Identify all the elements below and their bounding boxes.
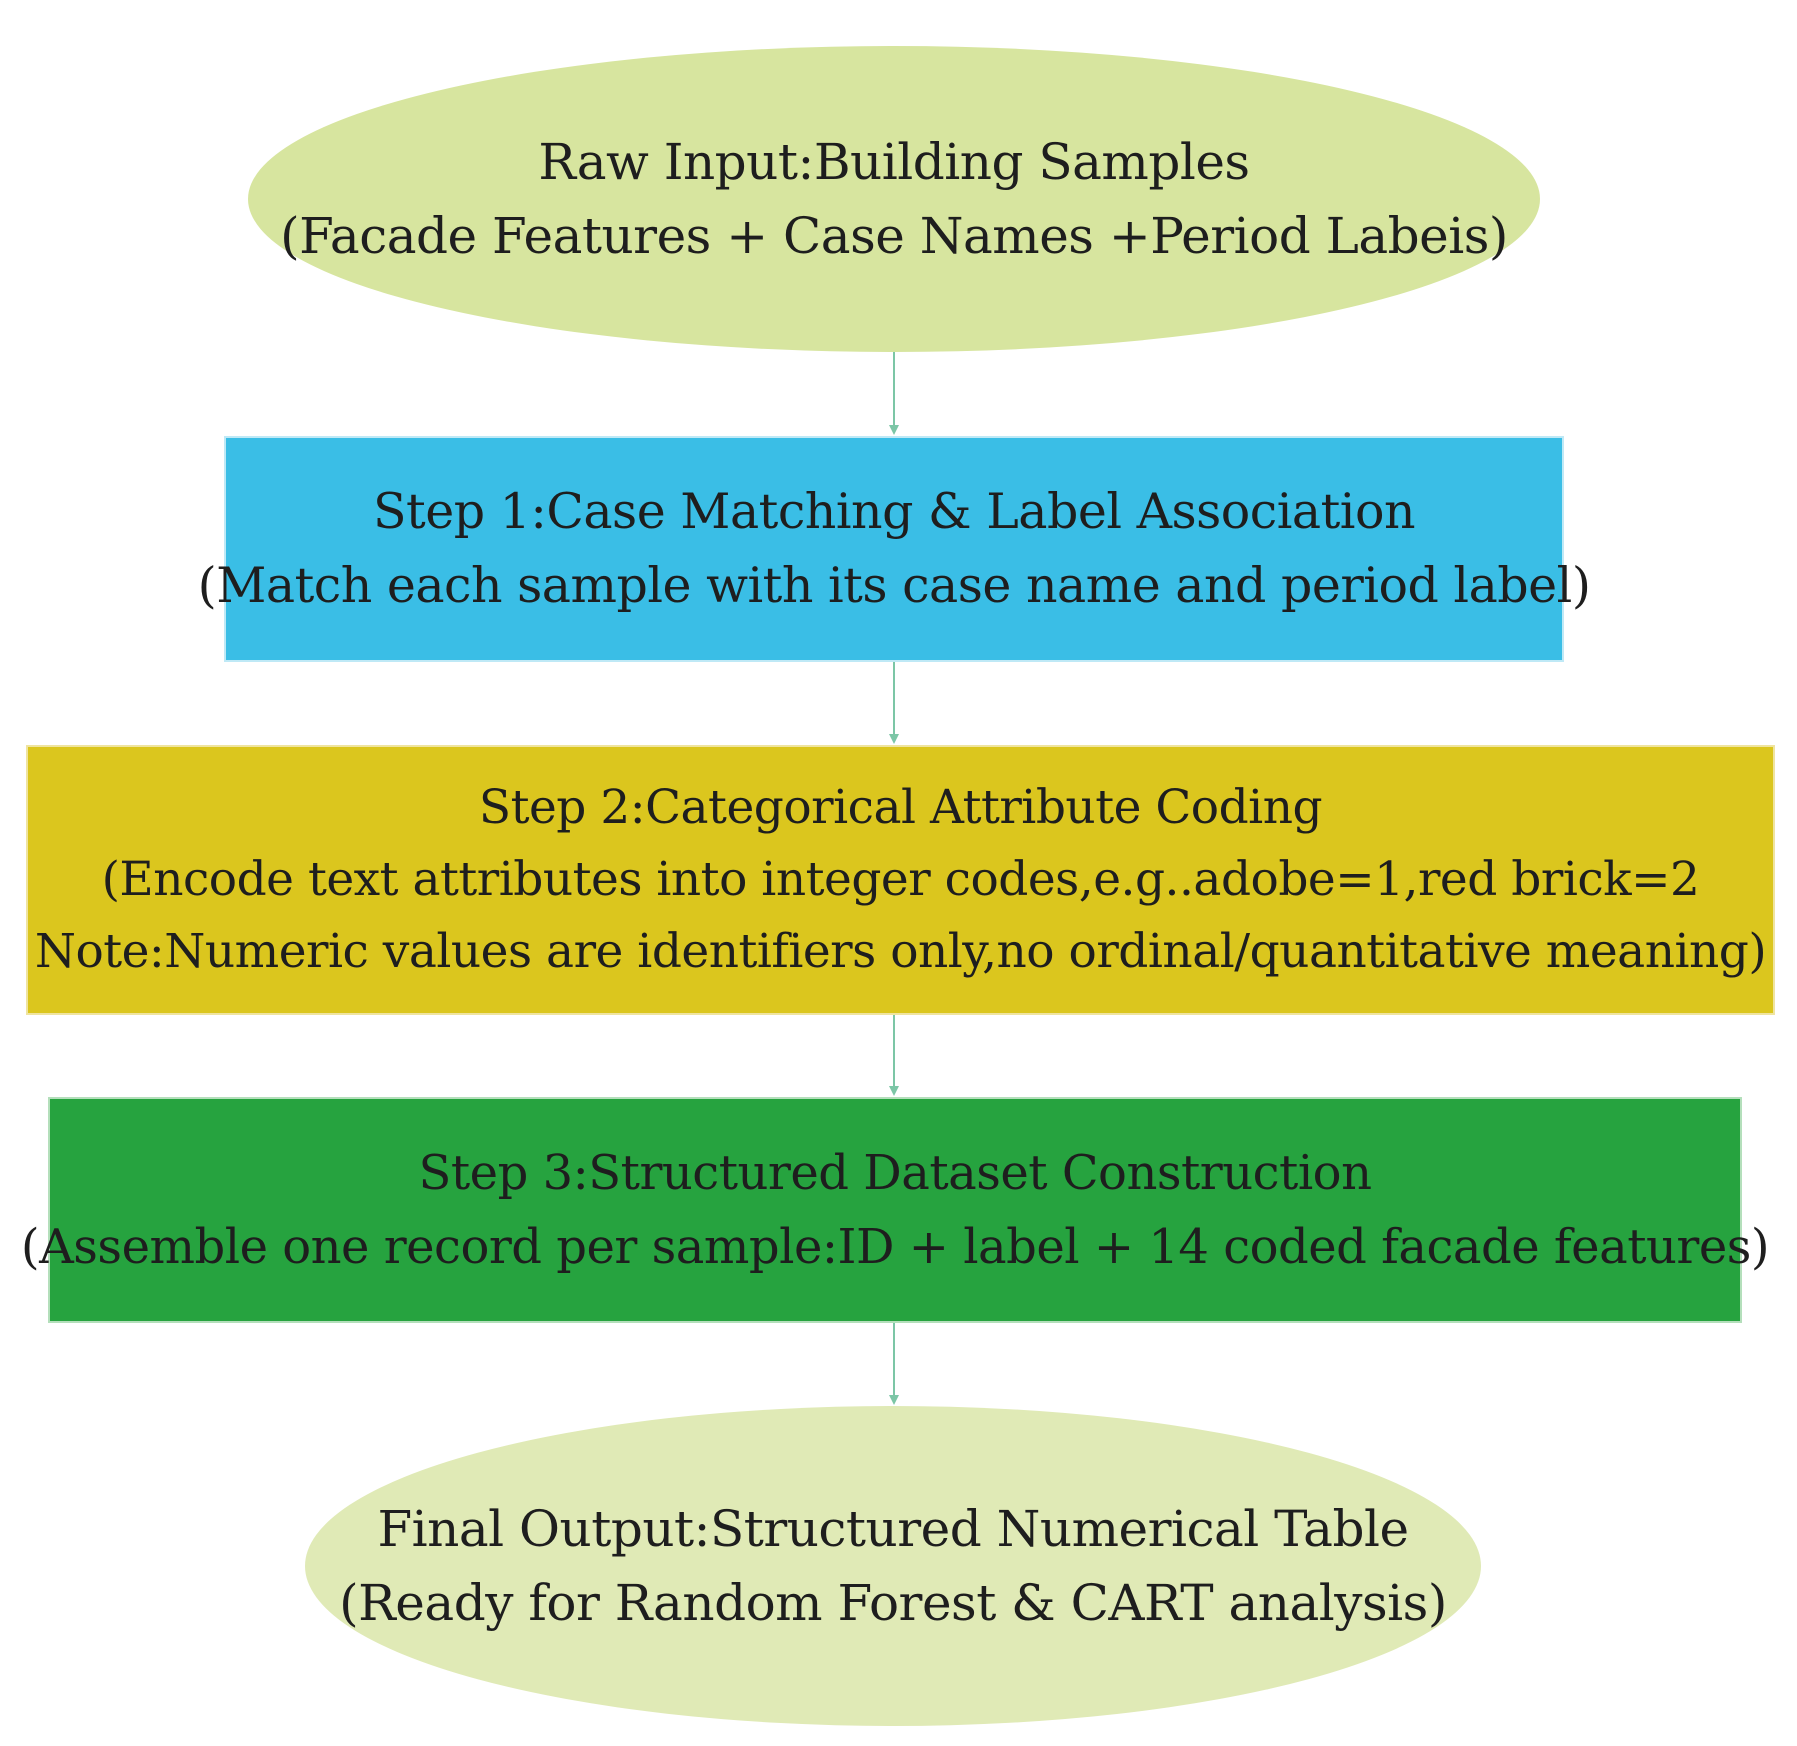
final-output-title: Final Output:Structured Numerical Table (377, 1500, 1409, 1558)
step2-title: Step 2:Categorical Attribute Coding (478, 780, 1323, 835)
final-output-node: Final Output:Structured Numerical Table … (305, 1406, 1481, 1726)
raw-input-title: Raw Input:Building Samples (538, 133, 1250, 191)
raw-input-detail: (Facade Features + Case Names +Period La… (280, 207, 1508, 265)
final-output-detail: (Ready for Random Forest & CART analysis… (339, 1574, 1447, 1632)
step3-node: Step 3:Structured Dataset Construction (… (21, 1097, 1770, 1323)
step3-detail: (Assemble one record per sample:ID + lab… (20, 1219, 1770, 1275)
step1-detail: (Match each sample with its case name an… (197, 557, 1591, 614)
step2-node: Step 2:Categorical Attribute Coding (Enc… (26, 745, 1775, 1015)
step1-title: Step 1:Case Matching & Label Association (372, 483, 1416, 540)
step2-note: Note:Numeric values are identifiers only… (34, 924, 1767, 979)
step2-detail: (Encode text attributes into integer cod… (101, 852, 1700, 907)
step1-node: Step 1:Case Matching & Label Association… (198, 436, 1591, 662)
raw-input-node: Raw Input:Building Samples (Facade Featu… (248, 46, 1540, 352)
step3-title: Step 3:Structured Dataset Construction (418, 1145, 1372, 1201)
